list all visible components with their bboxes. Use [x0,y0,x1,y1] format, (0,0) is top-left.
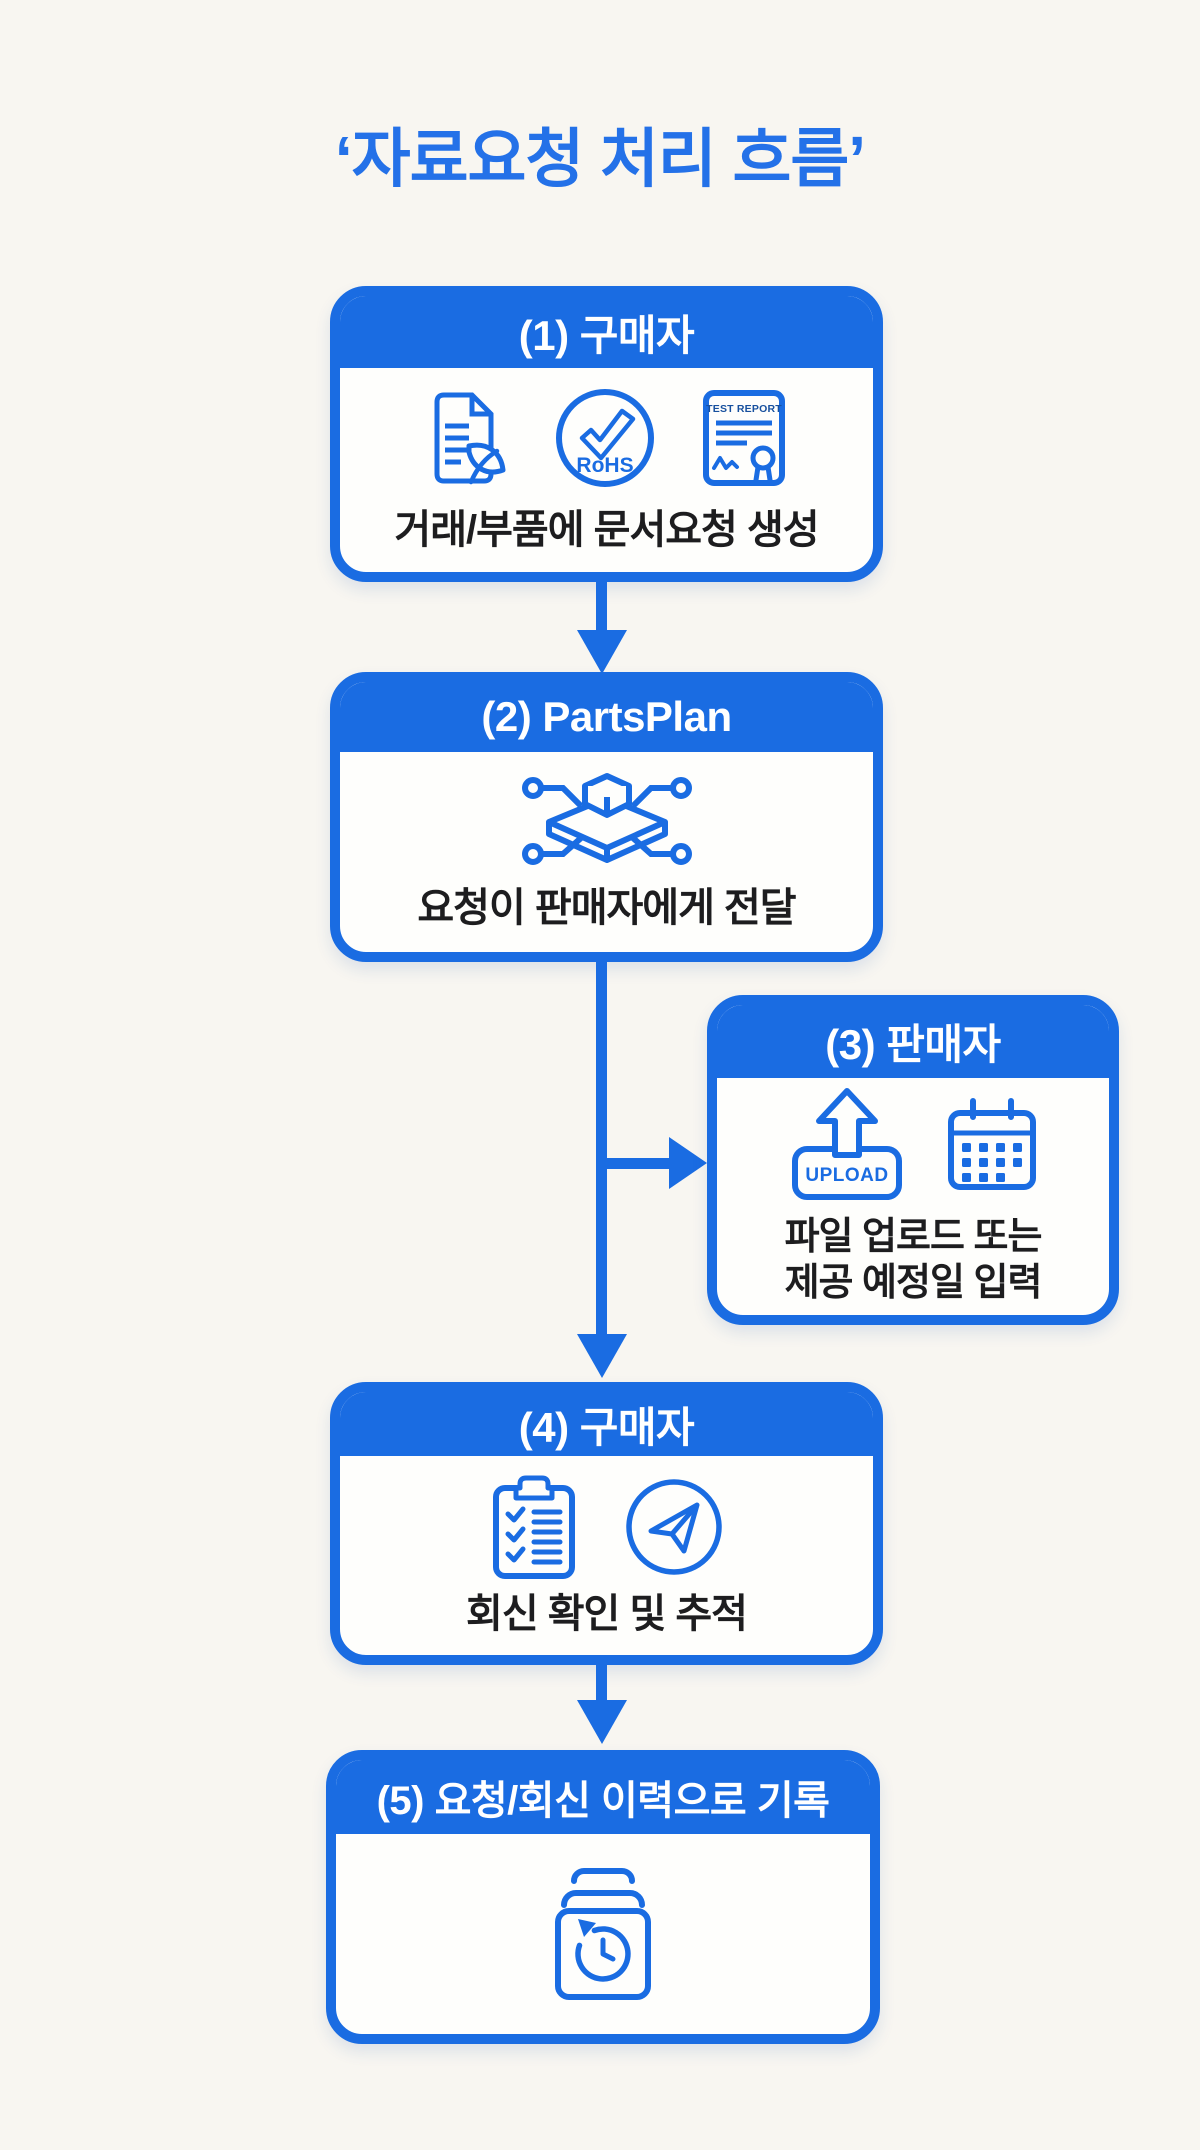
step-4-buyer-box: (4) 구매자 [330,1382,883,1665]
step-3-caption-line2: 제공 예정일 입력 [784,1261,1043,1304]
eco-document-icon [427,390,509,486]
upload-label: UPLOAD [805,1165,888,1186]
arrow-step2-to-step4-line [596,956,607,1334]
upload-icon: UPLOAD [788,1087,906,1203]
calendar-icon [946,1097,1038,1193]
send-icon [624,1477,724,1577]
step-1-header: (1) 구매자 [340,296,873,368]
step-5-record-box: (5) 요청/회신 이력으로 기록 [326,1750,880,2044]
platform-network-icon [517,772,697,868]
arrow-step2-to-step4-head [577,1334,627,1378]
test-report-label: TEST REPORT [706,403,782,415]
step-2-body: 요청이 판매자에게 전달 [340,752,873,952]
step-1-body: RoHS TEST REPORT 거래/부품에 문서요청 생성 [340,368,873,572]
step-4-body: 회신 확인 및 추적 [340,1456,873,1655]
step-1-buyer-box: (1) 구매자 [330,286,883,582]
arrow-step4-to-step5-head [577,1700,627,1744]
arrow-step1-to-step2-line [596,576,607,634]
arrow-branch-to-step3-line [601,1158,671,1169]
archive-history-icon [528,1859,678,2009]
rohs-badge-icon: RoHS [553,386,657,490]
rohs-label: RoHS [576,454,633,477]
arrow-branch-to-step3-head [669,1137,707,1189]
step-4-caption: 회신 확인 및 추적 [466,1591,748,1636]
step-2-header: (2) PartsPlan [340,682,873,752]
step-2-partsplan-box: (2) PartsPlan [330,672,883,962]
page-title: ‘자료요청 처리 흐름’ [334,123,866,195]
step-3-body: UPLOAD [717,1078,1109,1315]
step-3-header: (3) 판매자 [717,1005,1109,1078]
step-3-seller-box: (3) 판매자 UPLOAD [707,995,1119,1325]
checklist-icon [490,1474,578,1580]
step-5-body [336,1834,870,2034]
test-report-icon: TEST REPORT [701,388,787,488]
step-1-caption: 거래/부품에 문서요청 생성 [394,508,819,552]
step-2-caption: 요청이 판매자에게 전달 [417,886,796,930]
arrow-step1-to-step2-head [577,630,627,674]
step-3-caption-line1: 파일 업로드 또는 [784,1215,1043,1258]
step-5-header: (5) 요청/회신 이력으로 기록 [336,1760,870,1834]
step-4-header: (4) 구매자 [340,1392,873,1456]
arrow-step4-to-step5-line [596,1660,607,1702]
